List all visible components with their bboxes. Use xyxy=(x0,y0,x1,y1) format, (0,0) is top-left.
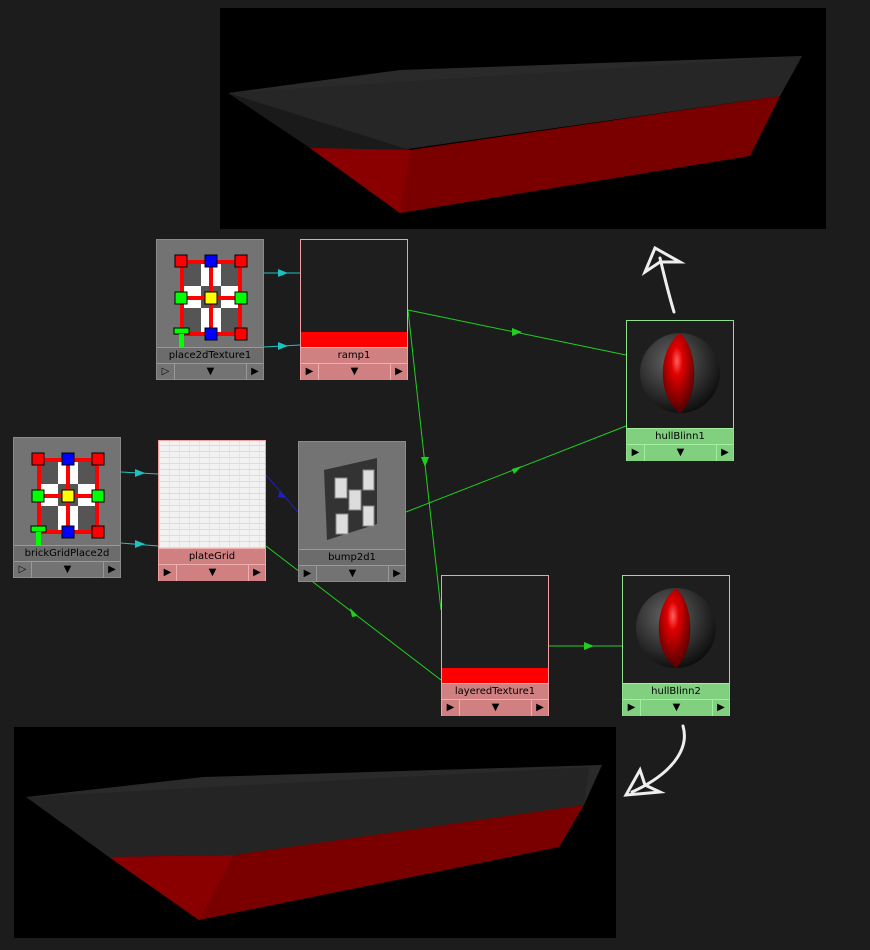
material-sphere-swatch xyxy=(627,321,733,428)
expand-node-button[interactable]: ▼ xyxy=(32,562,104,578)
wire-bump-blinn1[interactable] xyxy=(405,425,627,513)
input-port-button[interactable]: ▶ xyxy=(623,700,641,716)
output-port-button[interactable]: ▶ xyxy=(536,702,544,713)
expand-node-button[interactable]: ▼ xyxy=(175,364,247,380)
wire-place2d-ramp-uvfilter[interactable] xyxy=(263,344,301,348)
node-label: layeredTexture1 xyxy=(442,683,548,699)
expand-node-button[interactable]: ▼ xyxy=(641,700,713,716)
output-port-button[interactable]: ▶ xyxy=(395,366,403,377)
render-view-top xyxy=(220,8,826,229)
render-view-bottom xyxy=(14,727,616,938)
node-label: plateGrid xyxy=(159,548,265,564)
output-port-button[interactable]: ▶ xyxy=(108,564,116,575)
node-label: brickGridPlace2d xyxy=(14,545,120,561)
wire-ramp-layered[interactable] xyxy=(407,309,442,611)
input-port-button[interactable]: ▶ xyxy=(159,565,177,581)
output-port-button[interactable]: ▶ xyxy=(251,366,259,377)
output-port-button[interactable]: ▶ xyxy=(253,567,261,578)
layered-texture-swatch xyxy=(442,576,548,683)
node-hullBlinn1[interactable]: hullBlinn1 ▶▼▶ xyxy=(626,320,734,461)
arrow-down-icon xyxy=(630,724,686,794)
node-ramp1[interactable]: ramp1 ▶▼▶ xyxy=(300,239,408,380)
material-sphere-swatch xyxy=(623,576,729,683)
output-port-button[interactable]: ▶ xyxy=(717,702,725,713)
node-label: hullBlinn1 xyxy=(627,428,733,444)
expand-node-button[interactable]: ▼ xyxy=(645,445,717,461)
node-label: bump2d1 xyxy=(299,549,405,565)
node-place2dTexture1[interactable]: place2dTexture1 ▷▼ ▶ xyxy=(156,239,264,380)
node-bump2d1[interactable]: bump2d1 ▶▼▶ xyxy=(298,441,406,582)
expand-node-button[interactable]: ▼ xyxy=(460,700,532,716)
input-port-button[interactable]: ▶ xyxy=(627,445,645,461)
input-port-button[interactable]: ▷ xyxy=(14,562,32,578)
hull-render-top xyxy=(228,56,802,213)
node-label: hullBlinn2 xyxy=(623,683,729,699)
node-layeredTexture1[interactable]: layeredTexture1 ▶▼▶ xyxy=(441,575,549,716)
input-port-button[interactable]: ▶ xyxy=(299,566,317,582)
hull-render-bottom xyxy=(26,765,602,920)
expand-node-button[interactable]: ▼ xyxy=(317,566,389,582)
wire-brickplace-plate-uvfilter[interactable] xyxy=(120,542,159,547)
place2d-swatch xyxy=(157,240,263,347)
arrow-up-icon xyxy=(658,256,676,314)
node-hullBlinn2[interactable]: hullBlinn2 ▶▼▶ xyxy=(622,575,730,716)
expand-node-button[interactable]: ▼ xyxy=(177,565,249,581)
ramp-swatch xyxy=(301,240,407,347)
input-port-button[interactable]: ▷ xyxy=(157,364,175,380)
brick-texture-swatch xyxy=(159,441,265,548)
output-port-button[interactable]: ▶ xyxy=(393,568,401,579)
node-brickGridPlace2d[interactable]: brickGridPlace2d ▷▼ ▶ xyxy=(13,437,121,578)
place2d-swatch xyxy=(14,438,120,545)
output-port-button[interactable]: ▶ xyxy=(721,447,729,458)
wire-brickplace-plate-uv[interactable] xyxy=(120,471,159,475)
input-port-button[interactable]: ▶ xyxy=(301,364,319,380)
bump-swatch xyxy=(299,442,405,549)
node-label: place2dTexture1 xyxy=(157,347,263,363)
input-port-button[interactable]: ▶ xyxy=(442,700,460,716)
node-label: ramp1 xyxy=(301,347,407,363)
node-plateGrid[interactable]: plateGrid ▶▼▶ xyxy=(158,440,266,581)
wire-plate-bump[interactable] xyxy=(265,474,299,513)
wire-ramp-blinn1[interactable] xyxy=(407,309,627,356)
expand-node-button[interactable]: ▼ xyxy=(319,364,391,380)
